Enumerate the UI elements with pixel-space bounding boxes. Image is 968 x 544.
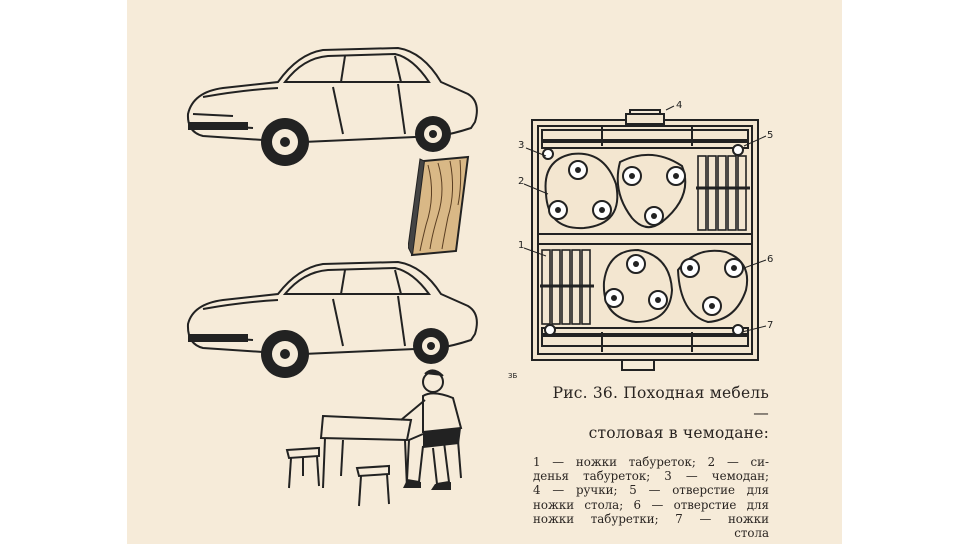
caption-title-line-1: Рис. 36. Походная мебель — (552, 384, 769, 422)
callout-7: 7 (767, 320, 774, 331)
legend-line-2: денья табуреток; 3 — чемодан; (533, 469, 769, 484)
wooden-tabletop-board (408, 155, 470, 257)
man-at-table-illustration (285, 369, 463, 507)
callout-3: 3 (518, 140, 525, 151)
callout-6: 6 (767, 254, 774, 265)
callout-4: 4 (676, 100, 683, 111)
legend-line-3: 4 — ручки; 5 — отверстие для (533, 483, 769, 498)
callout-1: 1 (518, 240, 525, 251)
callout-2: 2 (518, 176, 525, 187)
legend-line-6: стола (734, 526, 769, 541)
car-top-illustration (186, 46, 478, 166)
car-bottom-illustration (186, 260, 478, 378)
caption-title-line-2: столовая в чемодане: (588, 424, 769, 442)
legend-line-5: ножки табуретки; 7 — ножки (533, 511, 769, 526)
legend-line-1: 1 — ножки табуреток; 2 — си- (533, 455, 769, 469)
callout-5: 5 (767, 130, 774, 141)
figure-caption: Рис. 36. Походная мебель — столовая в че… (533, 383, 769, 540)
caption-legend: 1 — ножки табуреток; 2 — си- денья табур… (533, 455, 769, 540)
caption-title: Рис. 36. Походная мебель — столовая в че… (533, 383, 769, 443)
stray-mark: ЗБ (508, 372, 518, 380)
suitcase-diagram (523, 105, 767, 371)
legend-line-4: ножки стола; 6 — отверстие для (533, 497, 769, 512)
